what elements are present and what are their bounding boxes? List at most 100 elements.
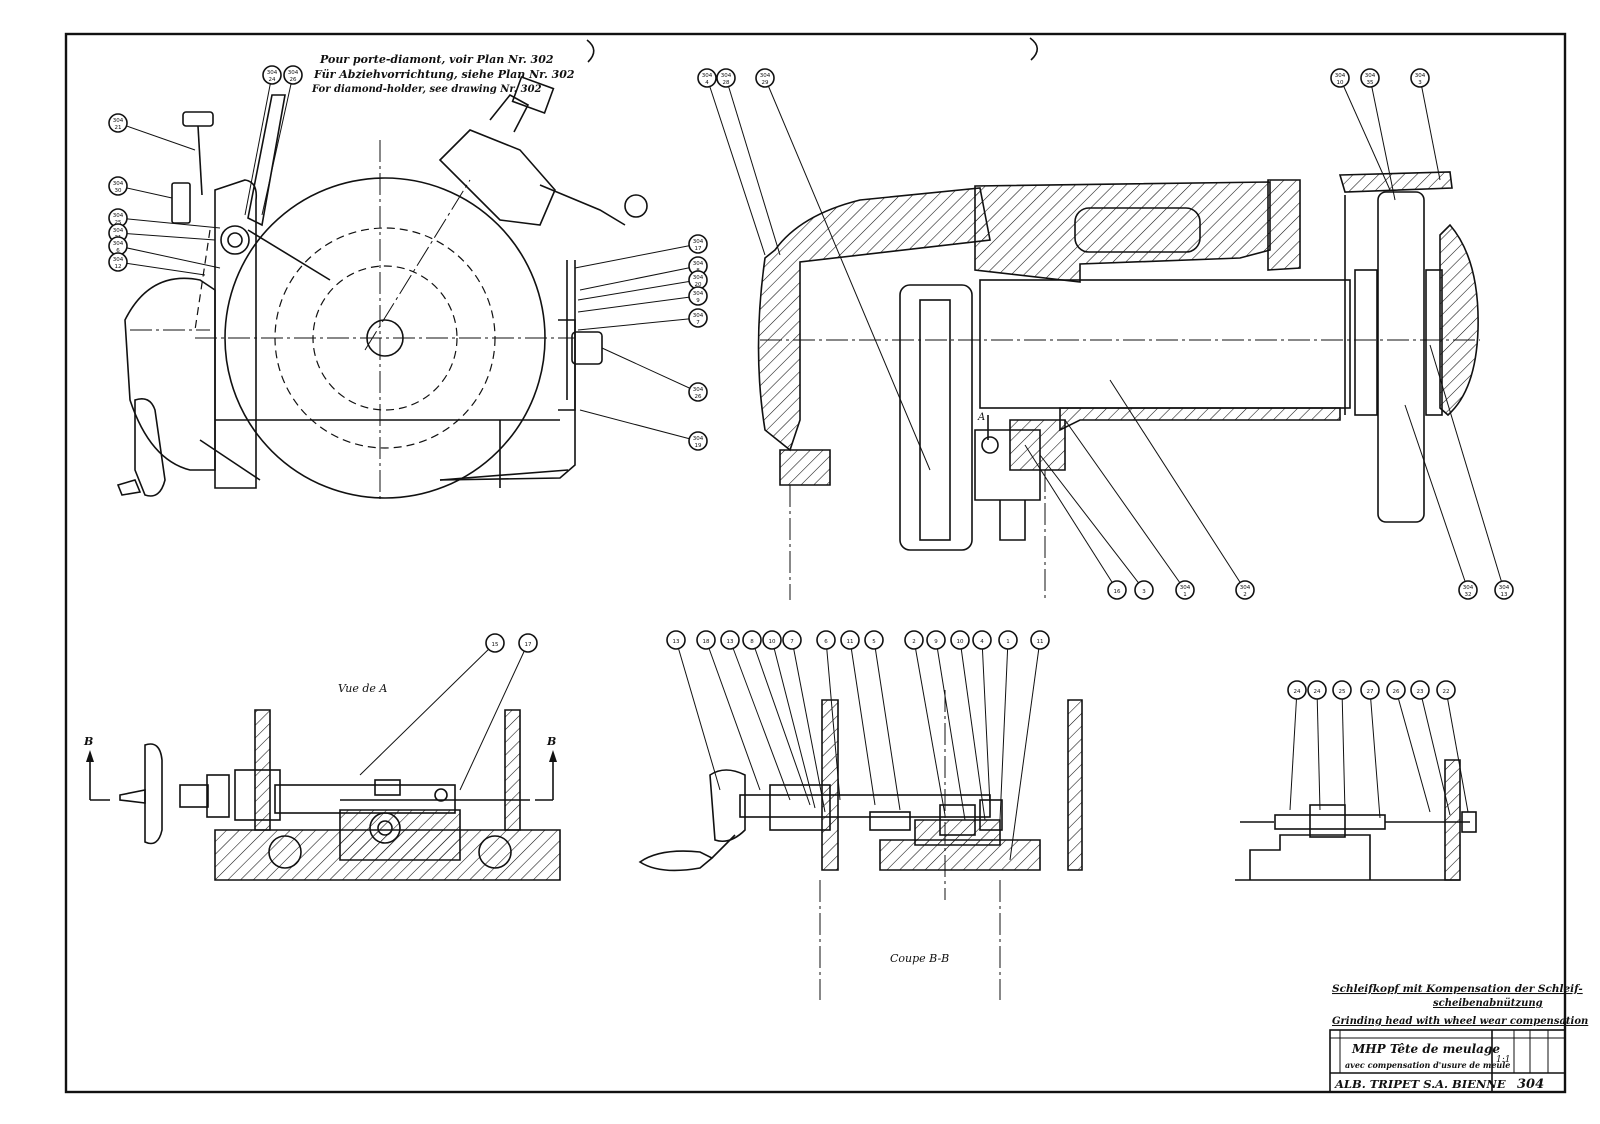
balloon-circle (518, 633, 538, 653)
balloon-drawing-ref: 304 (113, 257, 124, 263)
balloon-11: 11 (1009, 630, 1050, 861)
balloon-18: 18 (696, 630, 761, 791)
balloon-drawing-ref: 304 (267, 70, 278, 76)
balloon-drawing-ref: 304 (721, 73, 732, 79)
balloon-5: 5 (864, 630, 901, 811)
balloon-drawing-ref: 304 (1499, 585, 1510, 591)
balloon-part-number: 24 (1314, 689, 1321, 695)
balloon-drawing-ref: 304 (693, 313, 704, 319)
balloon-part-number: 26 (695, 394, 702, 400)
balloon-drawing-ref: 304 (1240, 585, 1251, 591)
balloon-circle (1307, 680, 1327, 700)
balloon-part-number: 23 (1417, 689, 1424, 695)
balloon-part-number: 25 (1339, 689, 1346, 695)
balloon-304-26: 304 26 (261, 65, 303, 216)
balloon-circle (262, 65, 282, 85)
balloon-part-number: 25 (115, 220, 122, 226)
leader-line (117, 261, 206, 276)
balloon-part-number: 10 (957, 639, 964, 645)
balloon-drawing-ref: 304 (702, 73, 713, 79)
balloon-part-number: 26 (290, 77, 297, 83)
balloon-circle (1134, 580, 1154, 600)
balloon-part-number: 12 (115, 264, 122, 270)
company-name: ALB. TRIPET S.A. BIENNE (1334, 1077, 1506, 1091)
balloon-circle (1030, 630, 1050, 650)
balloon-circle (1235, 580, 1255, 600)
title-block: Schleifkopf mit Kompensation der Schleif… (1329, 983, 1588, 1093)
balloon-11: 11 (840, 630, 876, 806)
balloon-part-number: 1 (1006, 639, 1010, 645)
leader-line (1009, 639, 1041, 861)
balloon-part-number: 2 (912, 639, 916, 645)
leader-line (981, 639, 991, 806)
leader-line (601, 347, 699, 393)
leader-line (1369, 689, 1381, 819)
title-fr-line2: avec compensation d'usure de meule (1345, 1060, 1510, 1070)
leader-line (999, 639, 1009, 821)
balloon-3: 3 (1039, 454, 1154, 600)
leader-line (825, 639, 841, 801)
balloon-part-number: 11 (847, 639, 854, 645)
balloon-circle (696, 630, 716, 650)
section-b-b-label: Coupe B-B (890, 952, 949, 965)
balloon-circle (283, 65, 303, 85)
balloon-circle (688, 382, 708, 402)
balloon-circle (864, 630, 884, 650)
leader-line (725, 77, 781, 256)
leader-line (1419, 689, 1451, 816)
leader-line (1419, 77, 1441, 181)
balloon-drawing-ref: 304 (1415, 73, 1426, 79)
balloon-part-number: 6 (116, 248, 120, 254)
balloon-circle (762, 630, 782, 650)
balloon-circle (1287, 680, 1307, 700)
balloon-drawing-ref: 304 (113, 213, 124, 219)
leader-line (1395, 689, 1431, 813)
balloon-circle (972, 630, 992, 650)
leader-line (1404, 404, 1469, 591)
balloon-part-number: 27 (1367, 689, 1374, 695)
leader-line (935, 639, 966, 821)
balloon-part-number: 17 (695, 246, 702, 252)
balloon-part-number: 7 (696, 320, 700, 326)
balloon-part-number: 1 (1183, 592, 1187, 598)
leader-line (577, 295, 699, 313)
balloon-circle (1332, 680, 1352, 700)
balloon-drawing-ref: 304 (693, 239, 704, 245)
balloon-6: 6 (816, 630, 841, 801)
section-mark-b-right: B (546, 735, 556, 748)
balloon-part-number: 9 (696, 298, 700, 304)
balloon-drawing-ref: 304 (113, 228, 124, 234)
balloon-part-number: 4 (705, 80, 709, 86)
balloon-4: 4 (972, 630, 992, 806)
balloon-25: 25 (1332, 680, 1352, 813)
balloon-circle (755, 68, 775, 88)
balloon-13: 13 (666, 630, 721, 791)
leader-line (1445, 689, 1469, 813)
longitudinal-section: A (757, 171, 1480, 600)
balloon-drawing-ref: 304 (113, 118, 124, 124)
leader-line (577, 317, 699, 331)
balloon-drawing-ref: 304 (693, 275, 704, 281)
balloon-9: 9 (926, 630, 966, 821)
reference-notes: Pour porte-diamont, voir Plan Nr. 302 Fü… (311, 53, 575, 95)
balloon-circle (816, 630, 836, 650)
balloon-circle (697, 68, 717, 88)
section-mark-b-left: B (83, 735, 93, 748)
leader-line (706, 77, 766, 256)
leader-line (959, 639, 986, 821)
balloon-part-number: 11 (1037, 639, 1044, 645)
balloon-circle (950, 630, 970, 650)
leader-line (791, 639, 826, 813)
balloon-part-number: 20 (695, 282, 702, 288)
part-balloons: 3042130430304253043130463041230424304263… (108, 65, 1514, 861)
